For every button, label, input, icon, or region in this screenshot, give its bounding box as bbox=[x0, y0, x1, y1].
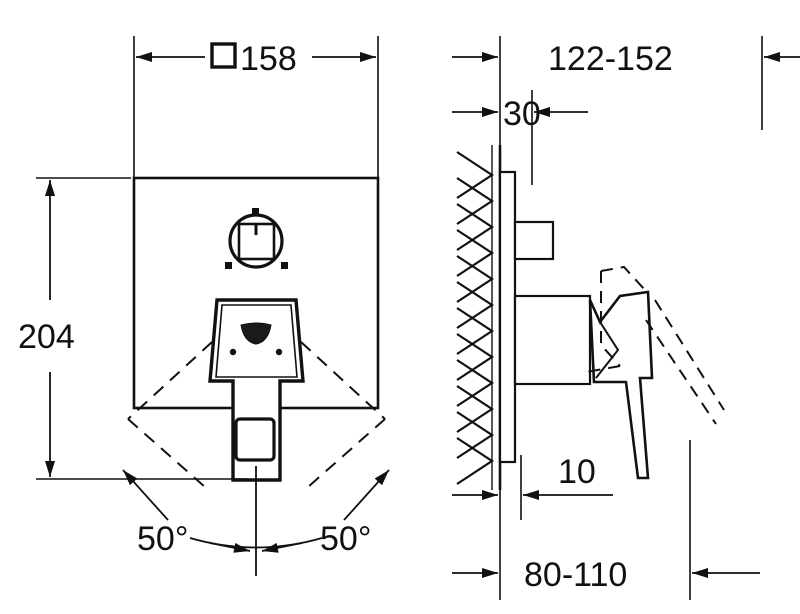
angle-arc-arrow-left bbox=[209, 542, 251, 553]
dim-projection-range: 80-110 bbox=[524, 556, 627, 594]
angle-leader-left bbox=[122, 469, 169, 521]
chevron-hatch bbox=[456, 151, 495, 485]
handle-stem-inset bbox=[234, 417, 276, 462]
lever-handle-inner-edge bbox=[215, 304, 298, 378]
diverter-spindle bbox=[513, 220, 555, 261]
dim-plate-thickness: 10 bbox=[558, 453, 596, 491]
dim-angle-right: 50° bbox=[320, 520, 371, 558]
lever-handle-outline bbox=[208, 298, 305, 482]
swing-line-left-upper bbox=[127, 341, 213, 420]
dim-faceplate-width: 158 bbox=[240, 40, 297, 78]
lever-handle-side-outline bbox=[588, 290, 654, 480]
dim-rough-in-depth: 30 bbox=[503, 95, 541, 133]
angle-arc bbox=[189, 537, 323, 549]
diverter-marker-left bbox=[225, 262, 232, 269]
dim-wall-depth-range: 122-152 bbox=[548, 40, 673, 78]
angle-leader-right bbox=[343, 469, 390, 521]
swing-line-left-lower bbox=[127, 418, 206, 488]
valve-body bbox=[513, 294, 592, 386]
diverter-knob[interactable] bbox=[225, 208, 288, 269]
front-view: 158 204 bbox=[18, 36, 390, 576]
handle-swing-dashed-lines bbox=[127, 341, 386, 488]
swing-line-right-lower bbox=[307, 418, 386, 488]
side-view: 122-152 30 bbox=[452, 36, 800, 600]
diverter-marker-right bbox=[281, 262, 288, 269]
handle-dot-left bbox=[229, 348, 237, 356]
swing-line-right-upper bbox=[300, 341, 386, 420]
lever-handle-alternate-dashed bbox=[585, 265, 725, 425]
lever-handle-side[interactable] bbox=[588, 290, 654, 480]
handle-indicator bbox=[240, 322, 272, 345]
square-symbol-icon bbox=[210, 42, 237, 69]
dim-faceplate-height: 204 bbox=[18, 318, 75, 356]
faceplate-edge bbox=[498, 170, 517, 464]
handle-dot-right bbox=[275, 348, 283, 356]
dim-angle-left: 50° bbox=[137, 520, 188, 558]
lever-handle-side-crease bbox=[595, 321, 620, 379]
diverter-marker-top bbox=[252, 208, 259, 215]
angle-arc-arrow-right bbox=[261, 542, 303, 553]
lever-handle[interactable] bbox=[208, 298, 305, 482]
